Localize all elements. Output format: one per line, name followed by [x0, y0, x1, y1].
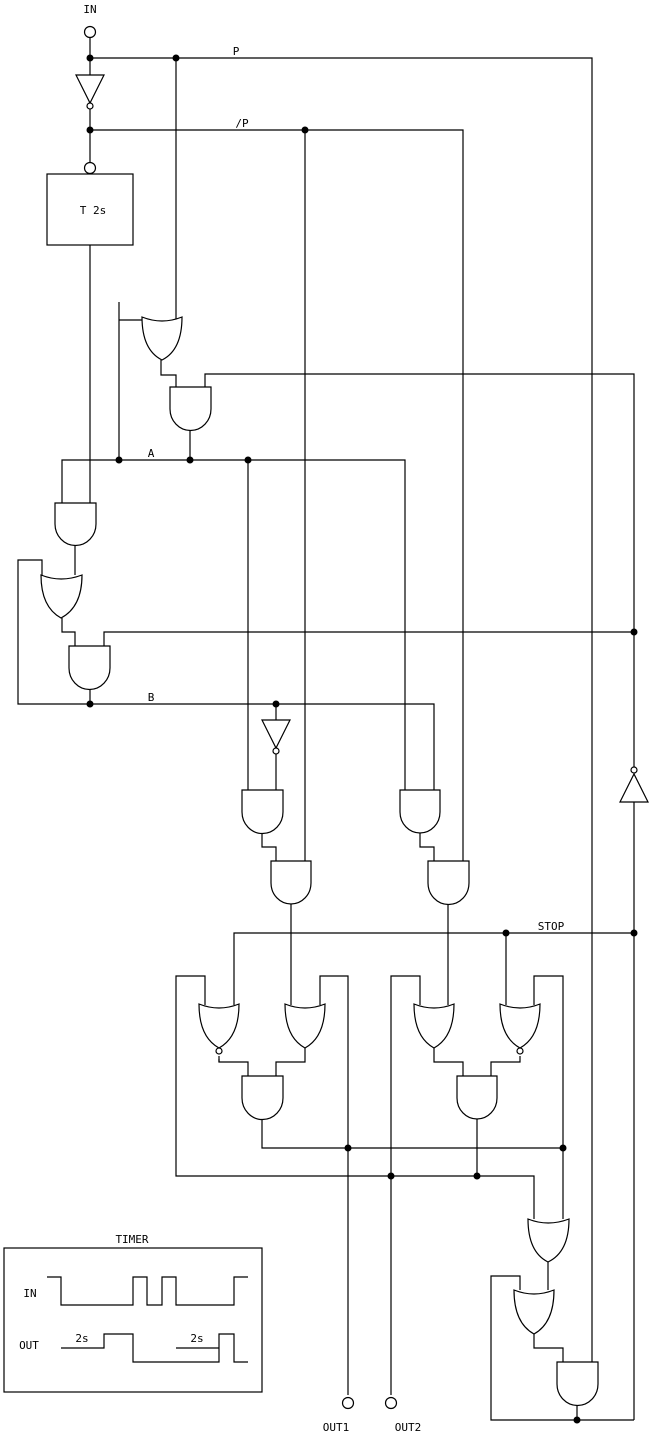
or-gate-output-1a [198, 1003, 240, 1055]
timing-delay-1: 2s [75, 1332, 88, 1345]
and-gate-output-1 [241, 1075, 284, 1121]
inverter-b [261, 719, 291, 755]
timing-out-waveform [61, 1333, 248, 1363]
and-gate-a-latch [169, 386, 212, 432]
p-label: P [233, 45, 240, 58]
a-label: A [148, 447, 155, 460]
timing-delay-2: 2s [190, 1332, 203, 1345]
b-label: B [148, 691, 155, 704]
inverter-input [75, 74, 105, 110]
and-gate-decode-3 [270, 860, 312, 905]
and-gate-decode-1 [241, 789, 284, 835]
output2-terminal[interactable] [384, 1396, 398, 1410]
timing-legend-out-label: OUT [19, 1339, 39, 1352]
timing-legend-title: TIMER [115, 1233, 148, 1246]
wires [17, 38, 635, 1421]
and-gate-decode-4 [427, 860, 470, 906]
p-inverted-label: /P [235, 117, 249, 130]
input-terminal[interactable] [83, 25, 97, 39]
and-gate-decode-2 [399, 789, 441, 834]
or-gate-final-1 [527, 1218, 570, 1263]
output2-label: OUT2 [395, 1421, 422, 1434]
and-gate-output-2 [456, 1075, 498, 1120]
and-gate-b-latch [68, 645, 111, 691]
or-gate-a-set [141, 316, 183, 361]
inverter-stop [619, 766, 649, 803]
timing-legend-in-label: IN [23, 1287, 36, 1300]
timing-legend: TIMER IN OUT 2s 2s [3, 1233, 263, 1393]
or-gate-final-2 [513, 1289, 555, 1335]
or-gate-output-2b [499, 1003, 541, 1055]
timer-block-label: T 2s [80, 204, 107, 217]
timer-block: T 2s [46, 161, 134, 246]
or-gate-output-2a [413, 1003, 455, 1049]
output1-label: OUT1 [323, 1421, 350, 1434]
and-gate-b-set [54, 502, 97, 547]
input-label: IN [83, 3, 96, 16]
stop-label: STOP [538, 920, 565, 933]
and-gate-final [556, 1361, 599, 1407]
output1-terminal[interactable] [341, 1396, 355, 1410]
or-gate-b-set [40, 574, 83, 619]
timing-in-waveform [47, 1276, 248, 1306]
junctions [86, 54, 638, 1424]
or-gate-output-1b [284, 1003, 326, 1049]
